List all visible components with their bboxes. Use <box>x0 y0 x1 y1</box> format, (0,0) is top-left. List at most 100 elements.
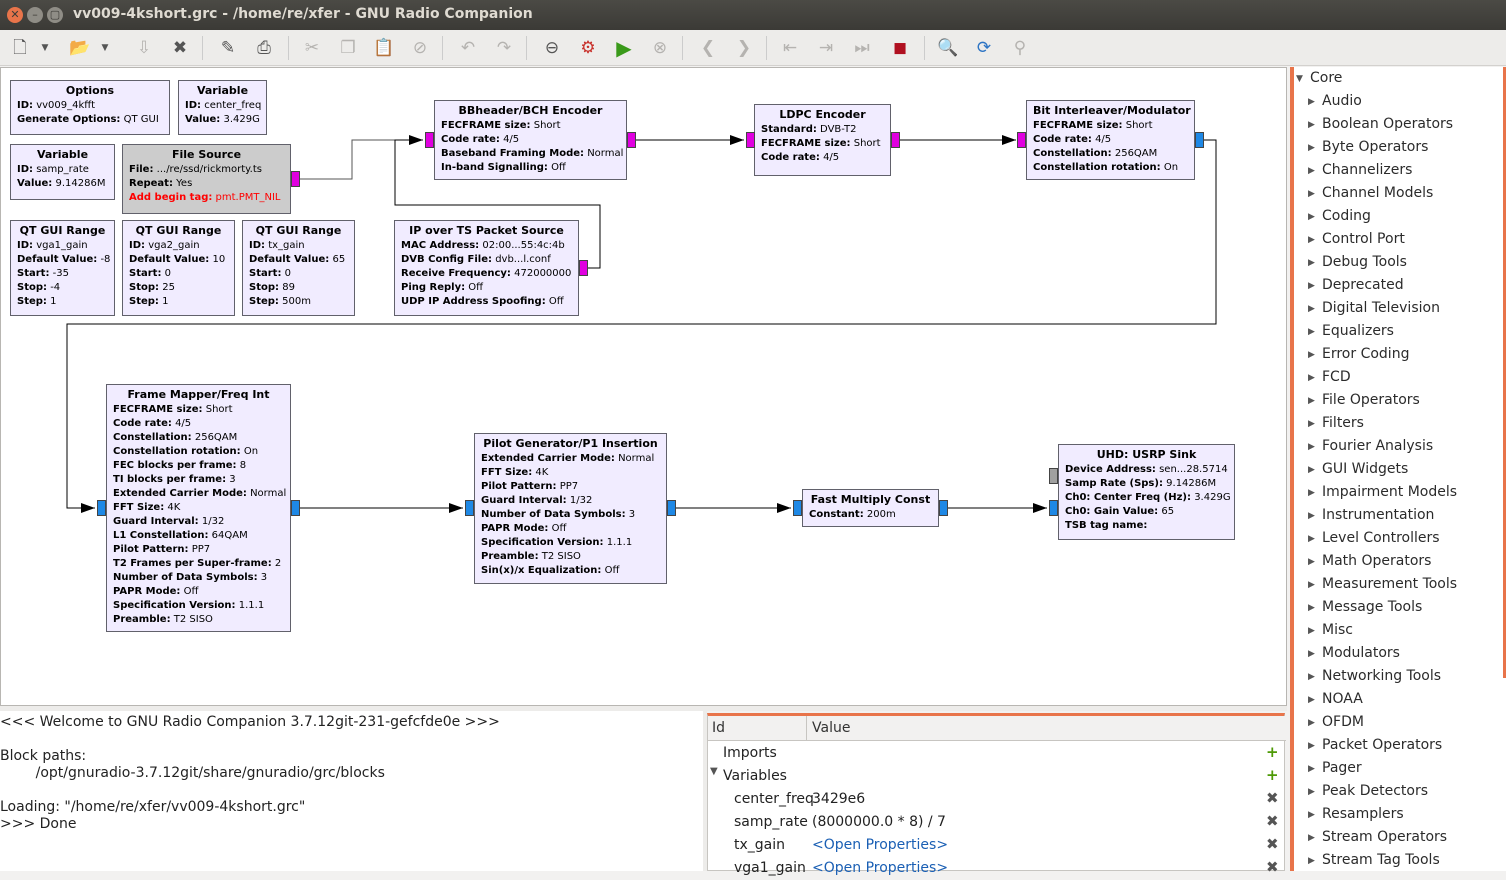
back-icon[interactable]: ❮ <box>700 38 716 58</box>
palette-category[interactable]: ▶Coding <box>1308 208 1371 224</box>
expand-right-icon[interactable]: ▶ <box>1308 120 1315 130</box>
edit-icon[interactable]: ✎ <box>220 38 236 58</box>
new-dropdown-icon[interactable]: ▼ <box>41 43 49 53</box>
expand-right-icon[interactable]: ▶ <box>1308 695 1315 705</box>
reload-icon[interactable]: ⟳ <box>976 38 992 58</box>
expand-right-icon[interactable]: ▶ <box>1308 534 1315 544</box>
expand-right-icon[interactable]: ▶ <box>1308 143 1315 153</box>
variable-row[interactable]: vga1_gain<Open Properties>✖ <box>708 857 1286 880</box>
palette-category[interactable]: ▶Instrumentation <box>1308 507 1434 523</box>
expand-right-icon[interactable]: ▶ <box>1308 764 1315 774</box>
generate-icon[interactable]: ⚙ <box>580 38 596 58</box>
framemapper-in-port[interactable] <box>97 500 106 516</box>
skip-icon[interactable]: ⏭ <box>854 38 870 58</box>
expand-right-icon[interactable]: ▶ <box>1308 304 1315 314</box>
expand-down-icon[interactable]: ▼ <box>1296 74 1303 84</box>
disable-icon[interactable]: ⊖ <box>544 38 560 58</box>
open-icon[interactable]: 📂 <box>69 38 91 58</box>
expand-right-icon[interactable]: ▶ <box>1308 419 1315 429</box>
palette-category[interactable]: ▶OFDM <box>1308 714 1364 730</box>
forward-icon[interactable]: ❯ <box>736 38 752 58</box>
framemapper-out-port[interactable] <box>291 500 300 516</box>
delete-icon[interactable]: ✖ <box>1266 812 1279 830</box>
palette-category[interactable]: ▶Stream Tag Tools <box>1308 852 1440 868</box>
expand-down-icon[interactable]: ▼ <box>710 766 718 777</box>
bbheader-in-port[interactable] <box>425 132 434 148</box>
expand-right-icon[interactable]: ▶ <box>1308 465 1315 475</box>
interleaver-out-port[interactable] <box>1195 132 1204 148</box>
palette-category[interactable]: ▶Control Port <box>1308 231 1405 247</box>
expand-right-icon[interactable]: ▶ <box>1308 97 1315 107</box>
expand-right-icon[interactable]: ▶ <box>1308 442 1315 452</box>
fastmult-in-port[interactable] <box>793 500 802 516</box>
expand-right-icon[interactable]: ▶ <box>1308 626 1315 636</box>
expand-right-icon[interactable]: ▶ <box>1308 488 1315 498</box>
expand-right-icon[interactable]: ▶ <box>1308 212 1315 222</box>
close-icon[interactable]: ✖ <box>172 38 188 58</box>
palette-category[interactable]: ▶Filters <box>1308 415 1364 431</box>
palette-category[interactable]: ▶Equalizers <box>1308 323 1394 339</box>
expand-right-icon[interactable]: ▶ <box>1308 741 1315 751</box>
palette-category[interactable]: ▶Modulators <box>1308 645 1400 661</box>
palette-category[interactable]: ▶File Operators <box>1308 392 1420 408</box>
pilot-out-port[interactable] <box>667 500 676 516</box>
column-value-header[interactable]: Value <box>812 720 851 736</box>
add-icon[interactable]: + <box>1266 743 1279 761</box>
variable-value[interactable]: <Open Properties> <box>812 837 949 853</box>
palette-scrollbar[interactable] <box>1503 67 1506 678</box>
ipts-out-port[interactable] <box>579 260 588 276</box>
rotate-ccw-icon[interactable]: ⇤ <box>782 38 798 58</box>
variable-row[interactable]: ▼Variables+ <box>708 765 1286 788</box>
expand-right-icon[interactable]: ▶ <box>1308 511 1315 521</box>
expand-right-icon[interactable]: ▶ <box>1308 281 1315 291</box>
usrp-in-port[interactable] <box>1049 500 1058 516</box>
palette-category[interactable]: ▶Peak Detectors <box>1308 783 1428 799</box>
palette-category[interactable]: ▶Debug Tools <box>1308 254 1407 270</box>
fastmult-out-port[interactable] <box>939 500 948 516</box>
window-minimize-button[interactable]: – <box>27 7 43 23</box>
palette-category[interactable]: ▶Audio <box>1308 93 1362 109</box>
palette-category[interactable]: ▶Fourier Analysis <box>1308 438 1433 454</box>
expand-right-icon[interactable]: ▶ <box>1308 580 1315 590</box>
pane-divider-vertical[interactable] <box>703 711 707 871</box>
window-maximize-button[interactable]: ▢ <box>47 7 63 23</box>
rotate-cw-icon[interactable]: ⇥ <box>818 38 834 58</box>
interleaver-in-port[interactable] <box>1017 132 1026 148</box>
screenshot-icon[interactable]: ◼ <box>892 38 908 58</box>
palette-category[interactable]: ▶Stream Operators <box>1308 829 1447 845</box>
palette-category[interactable]: ▶Channelizers <box>1308 162 1412 178</box>
column-id-header[interactable]: Id <box>712 720 726 736</box>
expand-right-icon[interactable]: ▶ <box>1308 166 1315 176</box>
palette-category[interactable]: ▶Pager <box>1308 760 1362 776</box>
search-icon[interactable]: 🔍 <box>937 38 959 58</box>
palette-category[interactable]: ▶Level Controllers <box>1308 530 1440 546</box>
expand-right-icon[interactable]: ▶ <box>1308 235 1315 245</box>
pin-icon[interactable]: ⚲ <box>1013 38 1027 58</box>
palette-category[interactable]: ▶Misc <box>1308 622 1353 638</box>
stop-sign-icon[interactable]: ⊘ <box>412 38 428 58</box>
print-icon[interactable]: ⎙ <box>257 38 271 58</box>
expand-right-icon[interactable]: ▶ <box>1308 603 1315 613</box>
expand-right-icon[interactable]: ▶ <box>1308 373 1315 383</box>
copy-icon[interactable]: ❐ <box>340 38 356 58</box>
undo-icon[interactable]: ↶ <box>460 38 476 58</box>
paste-icon[interactable]: 📋 <box>373 38 395 58</box>
expand-right-icon[interactable]: ▶ <box>1308 810 1315 820</box>
expand-right-icon[interactable]: ▶ <box>1308 787 1315 797</box>
file-source-out-port[interactable] <box>291 171 300 187</box>
expand-right-icon[interactable]: ▶ <box>1308 856 1315 866</box>
ldpc-in-port[interactable] <box>746 132 755 148</box>
expand-right-icon[interactable]: ▶ <box>1308 189 1315 199</box>
